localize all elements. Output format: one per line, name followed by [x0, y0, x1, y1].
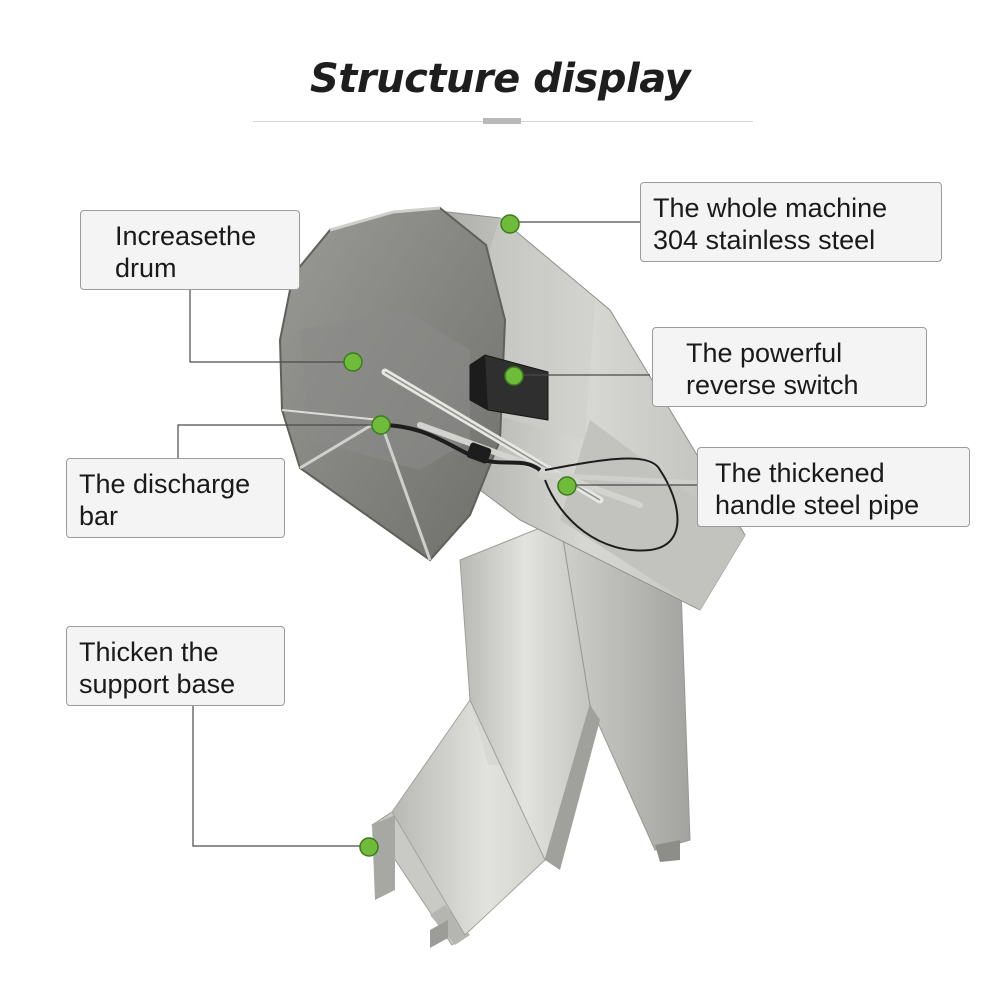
page-title: Structure display — [309, 56, 691, 102]
callout-drum: Increasethe drum — [80, 210, 300, 290]
callout-discharge: The discharge bar — [66, 458, 285, 538]
callout-material: The whole machine 304 stainless steel — [640, 182, 942, 262]
main-column — [459, 519, 691, 870]
markers — [343, 214, 577, 857]
callout-drum-line-1: Increasethe — [115, 221, 257, 251]
callout-material-line-2: 304 stainless steel — [653, 225, 876, 255]
callout-base: Thicken the support base — [66, 626, 285, 706]
leader-lines — [177, 221, 700, 847]
callout-material-line-1: The whole machine — [653, 193, 888, 223]
green-dot-icon — [359, 837, 379, 857]
callout-switch-line-1: The powerful — [686, 338, 843, 368]
callout-discharge-line-1: The discharge — [79, 469, 251, 499]
green-dot-icon — [371, 415, 391, 435]
reverse-switch-box — [469, 354, 549, 421]
title-divider-accent — [483, 118, 521, 124]
green-dot-icon — [504, 366, 524, 386]
callout-handle: The thickened handle steel pipe — [697, 447, 970, 527]
callout-handle-line-1: The thickened — [715, 458, 885, 488]
callout-handle-line-2: handle steel pipe — [715, 490, 920, 520]
callout-switch: The powerful reverse switch — [652, 327, 927, 407]
cables — [379, 423, 679, 552]
callout-drum-line-2: drum — [115, 253, 177, 283]
callout-base-line-1: Thicken the — [79, 637, 219, 667]
green-dot-icon — [557, 476, 577, 496]
green-dot-icon — [343, 352, 363, 372]
callout-discharge-line-2: bar — [79, 501, 119, 531]
green-dot-icon — [500, 214, 520, 234]
callout-switch-line-2: reverse switch — [686, 370, 859, 400]
callout-base-line-2: support base — [79, 669, 236, 699]
